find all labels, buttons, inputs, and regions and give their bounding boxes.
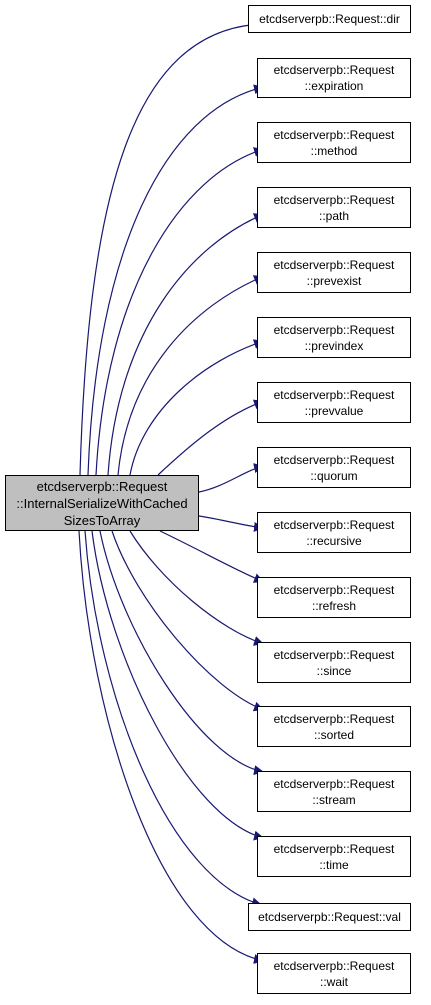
target-node-line: ::sorted: [313, 727, 355, 742]
target-node[interactable]: etcdserverpb::Request::since: [257, 642, 411, 683]
call-edge: [99, 530, 265, 776]
call-edge: [78, 530, 265, 964]
source-node[interactable]: etcdserverpb::Request ::InternalSerializ…: [5, 475, 199, 531]
target-node-line: ::previndex: [304, 338, 364, 353]
call-edge: [87, 84, 265, 476]
call-edge: [79, 19, 263, 476]
call-edge: [117, 275, 265, 476]
call-edge: [95, 147, 265, 476]
target-node-line: etcdserverpb::Request: [273, 63, 395, 77]
target-node[interactable]: etcdserverpb::Request::stream: [257, 771, 411, 812]
target-node[interactable]: etcdserverpb::Request::wait: [257, 953, 411, 994]
target-node-line: ::prevvalue: [304, 403, 364, 418]
target-node-line: etcdserverpb::Request: [273, 192, 395, 207]
target-node[interactable]: etcdserverpb::Request::prevexist: [257, 252, 411, 293]
target-node-line: ::since: [316, 663, 352, 678]
target-node-line: ::recursive: [306, 533, 362, 548]
target-node-line: ::stream: [312, 792, 356, 807]
edge-layer: [78, 19, 265, 964]
target-node-line: etcdserverpb::Request: [273, 711, 395, 726]
target-node-line: ::method: [310, 143, 358, 158]
target-node-line: ::refresh: [311, 598, 356, 613]
target-node-line: etcdserverpb::Request: [273, 517, 395, 532]
target-node[interactable]: etcdserverpb::Request::method: [257, 122, 411, 163]
target-node-line: ::quorum: [310, 468, 358, 483]
target-node-line: etcdserverpb::Request: [273, 452, 395, 467]
target-node[interactable]: etcdserverpb::Request::sorted: [257, 706, 411, 747]
target-node-line: ::expiration: [304, 79, 364, 93]
target-node-line: ::wait: [319, 974, 348, 989]
call-edge: [91, 530, 265, 841]
target-node-line: etcdserverpb::Request: [273, 841, 395, 856]
call-edge: [157, 399, 265, 476]
target-node-line: etcdserverpb::Request: [273, 958, 395, 973]
target-node-line: etcdserverpb::Request: [273, 127, 395, 142]
call-edge: [198, 515, 265, 532]
target-node[interactable]: etcdserverpb::Request::prevvalue: [257, 382, 411, 423]
call-edge: [129, 530, 265, 646]
target-node[interactable]: etcdserverpb::Request::refresh: [257, 577, 411, 618]
target-node-line: etcdserverpb::Request::val: [258, 910, 401, 924]
target-node[interactable]: etcdserverpb::Request::dir: [248, 5, 411, 33]
target-node[interactable]: etcdserverpb::Request::expiration: [257, 58, 411, 98]
target-node-line: etcdserverpb::Request::dir: [259, 12, 400, 26]
target-node-line: etcdserverpb::Request: [273, 647, 395, 662]
target-node-line: etcdserverpb::Request: [273, 776, 395, 791]
call-edge: [129, 339, 265, 476]
source-node-line-3: SizesToArray: [63, 512, 141, 528]
call-edge: [159, 530, 265, 583]
target-node[interactable]: etcdserverpb::Request::recursive: [257, 512, 411, 553]
call-edge: [198, 463, 265, 493]
target-node-line: etcdserverpb::Request: [273, 322, 395, 337]
target-node[interactable]: etcdserverpb::Request::previndex: [257, 317, 411, 358]
target-node[interactable]: etcdserverpb::Request::val: [248, 903, 411, 931]
target-node-line: etcdserverpb::Request: [273, 582, 395, 597]
source-node-line-1: etcdserverpb::Request: [36, 478, 168, 494]
target-node[interactable]: etcdserverpb::Request::time: [257, 836, 411, 877]
target-node[interactable]: etcdserverpb::Request::path: [257, 187, 411, 228]
call-edge: [84, 530, 263, 908]
source-node-line-2: ::InternalSerializeWithCached: [16, 495, 188, 511]
target-node-line: etcdserverpb::Request: [273, 387, 395, 402]
target-node[interactable]: etcdserverpb::Request::quorum: [257, 447, 411, 488]
target-node-line: ::path: [318, 208, 350, 223]
target-node-line: etcdserverpb::Request: [273, 257, 395, 272]
target-node-line: ::time: [319, 857, 349, 872]
call-edge: [111, 530, 265, 712]
call-edge: [107, 213, 265, 476]
target-node-line: ::prevexist: [306, 273, 362, 288]
